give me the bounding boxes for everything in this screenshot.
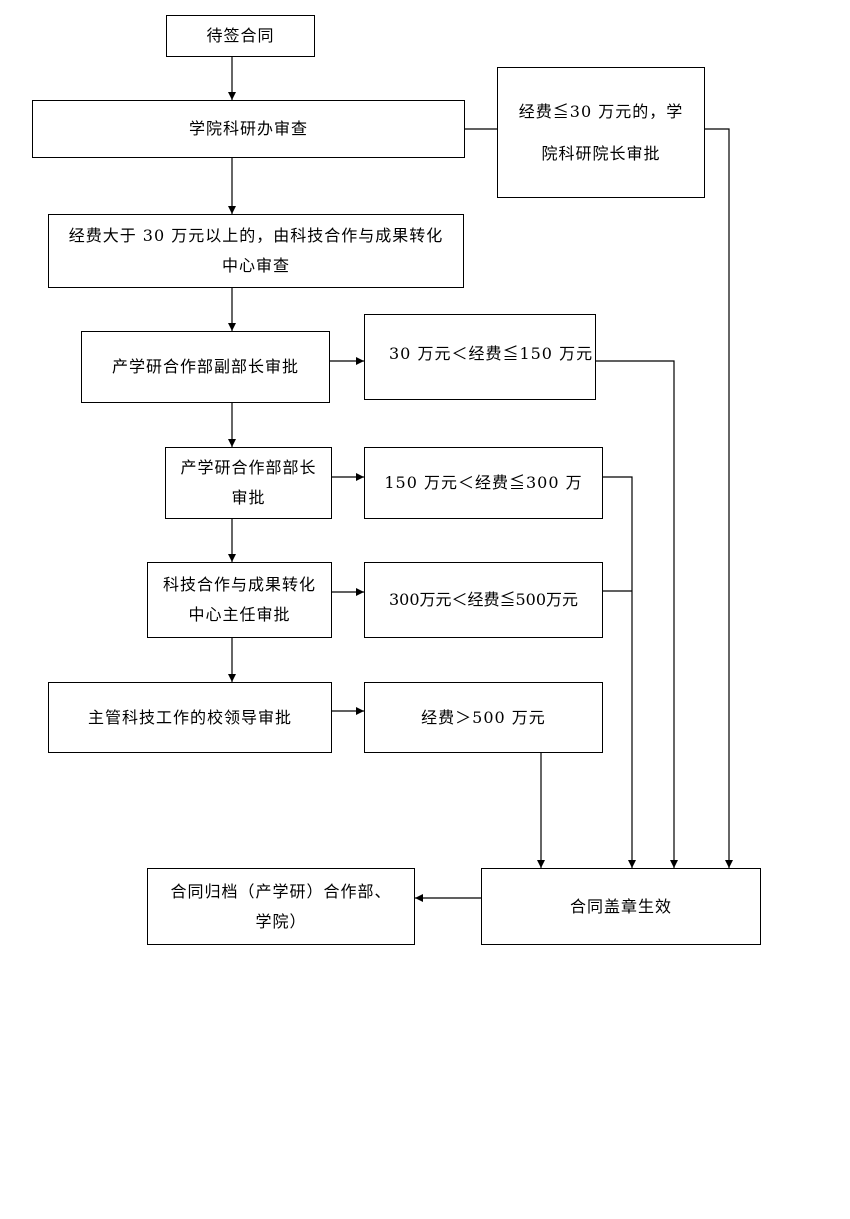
node-budget-150-300: 150 万元＜经费≦300 万 [364, 447, 603, 519]
node-center-director-approval: 科技合作与成果转化中心主任审批 [147, 562, 332, 638]
node-contract-archive: 合同归档（产学研）合作部、学院） [147, 868, 415, 945]
node-label: 300万元＜经费≦500万元 [388, 590, 579, 609]
node-label: 150 万元＜经费≦300 万 [384, 473, 583, 492]
node-label: 经费大于 30 万元以上的，由科技合作与成果转化中心审查 [68, 226, 444, 275]
node-label: 合同盖章生效 [569, 896, 672, 916]
connector-budget-150-300-to-seal [603, 476, 636, 868]
node-label: 产学研合作部副部长审批 [111, 357, 299, 376]
node-label: 学院科研办审查 [188, 119, 308, 138]
node-label: 科技合作与成果转化中心主任审批 [162, 575, 316, 624]
node-college-research-office: 学院科研办审查 [32, 100, 465, 158]
node-college-dean-approval: 经费≦30 万元的，学院科研院长审批 [497, 67, 705, 198]
node-label: 主管科技工作的校领导审批 [87, 707, 292, 727]
node-budget-300-500: 300万元＜经费≦500万元 [364, 562, 603, 638]
node-center-review: 经费大于 30 万元以上的，由科技合作与成果转化中心审查 [48, 214, 464, 288]
node-budget-over-500: 经费＞500 万元 [364, 682, 603, 753]
node-label: 经费＞500 万元 [421, 707, 546, 727]
node-label: 30 万元＜经费≦150 万元 [389, 344, 594, 363]
node-budget-30-150: 30 万元＜经费≦150 万元 [364, 314, 596, 400]
node-label: 待签合同 [206, 26, 275, 45]
node-school-leader-approval: 主管科技工作的校领导审批 [48, 682, 332, 753]
node-vice-head-approval: 产学研合作部副部长审批 [81, 331, 330, 403]
node-label: 产学研合作部部长审批 [180, 458, 317, 507]
node-label: 经费≦30 万元的，学院科研院长审批 [518, 101, 684, 163]
node-department-head-approval: 产学研合作部部长审批 [165, 447, 332, 519]
node-label: 合同归档（产学研）合作部、学院） [170, 881, 392, 931]
connector-budget-30-150-to-seal [596, 360, 678, 868]
node-pending-contract: 待签合同 [166, 15, 315, 57]
node-contract-seal-effective: 合同盖章生效 [481, 868, 761, 945]
connector-dean-to-seal [705, 128, 733, 868]
